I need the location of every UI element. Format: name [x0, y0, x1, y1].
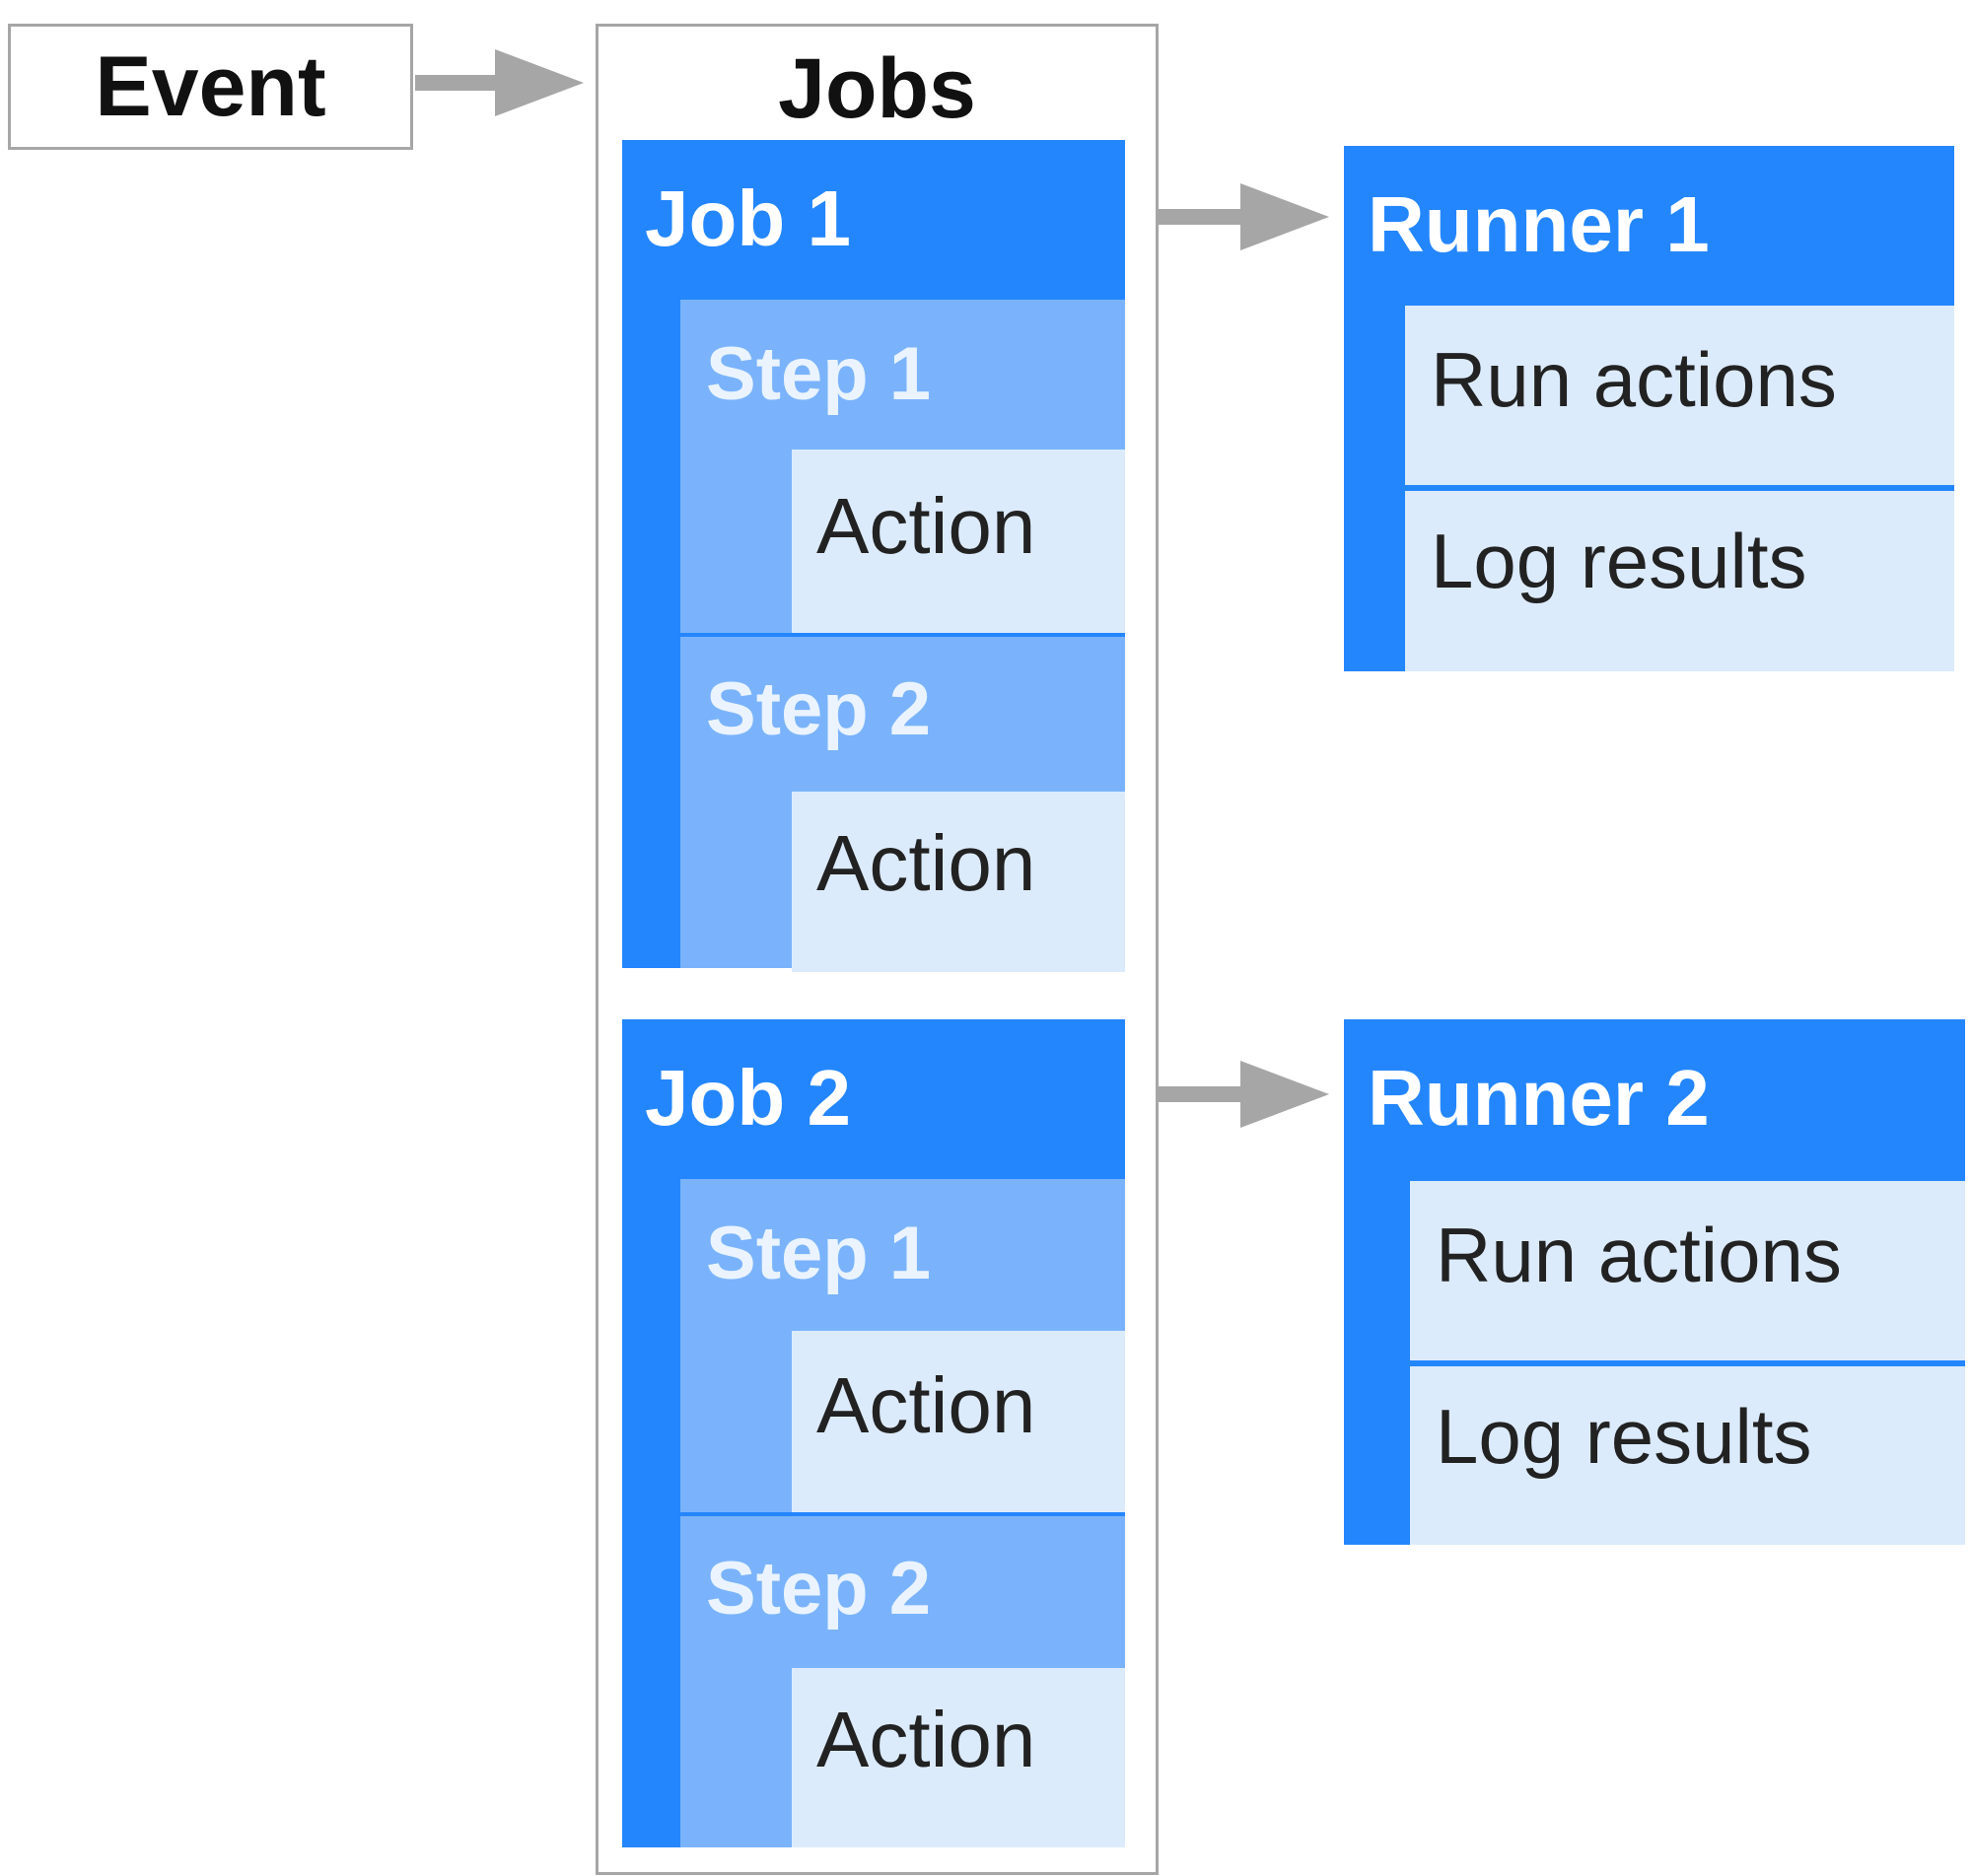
- job-2-step-1-action-label: Action: [816, 1361, 1036, 1449]
- arrow-event-to-jobs: [415, 49, 584, 116]
- runner-1-task-run-actions: Run actions: [1405, 306, 1954, 485]
- runner-2-task-1-label: Run actions: [1436, 1212, 1842, 1298]
- runner-1-task-2-label: Log results: [1431, 518, 1807, 604]
- job-1-step-1-label: Step 1: [706, 332, 932, 416]
- job-2-label: Job 2: [645, 1054, 851, 1142]
- jobs-title: Jobs: [778, 41, 976, 136]
- runner-1-task-log-results: Log results: [1405, 491, 1954, 671]
- arrow-job2-to-runner2: [1159, 1061, 1329, 1128]
- job-1-step-1-action-label: Action: [816, 482, 1036, 570]
- job-2-step-1-label: Step 1: [706, 1212, 932, 1295]
- job-2-step-1-action: Action: [792, 1331, 1125, 1512]
- runner-1-task-1-label: Run actions: [1431, 336, 1837, 423]
- runner-2-task-2-label: Log results: [1436, 1393, 1812, 1480]
- job-1-step-2-action-label: Action: [816, 819, 1036, 907]
- runner-1-label: Runner 1: [1368, 180, 1710, 268]
- event-label: Event: [95, 38, 326, 134]
- job-1-step-2-action: Action: [792, 792, 1125, 972]
- runner-2-task-log-results: Log results: [1410, 1366, 1965, 1545]
- job-1-step-1-action: Action: [792, 450, 1125, 633]
- job-1-step-2-label: Step 2: [706, 667, 932, 751]
- job-2-step-2-action-label: Action: [816, 1696, 1036, 1783]
- job-1-label: Job 1: [645, 174, 851, 262]
- runner-2-label: Runner 2: [1368, 1054, 1710, 1142]
- arrow-job1-to-runner1: [1159, 183, 1329, 250]
- runner-2-task-run-actions: Run actions: [1410, 1181, 1965, 1360]
- job-2-step-2-action: Action: [792, 1668, 1125, 1847]
- job-2-step-2-label: Step 2: [706, 1547, 932, 1631]
- event-box: Event: [8, 24, 413, 150]
